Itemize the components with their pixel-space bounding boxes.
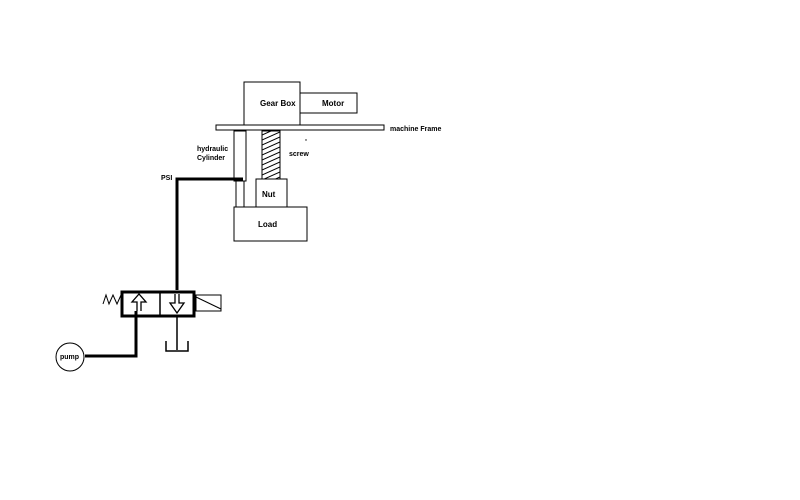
load-label: Load (258, 220, 277, 229)
pump-label: pump (60, 354, 79, 361)
directional-valve (120, 290, 196, 318)
psi-line (175, 177, 243, 290)
load (233, 206, 308, 242)
screw-label: screw (289, 151, 309, 158)
gear-box-label: Gear Box (260, 99, 296, 108)
pump (55, 342, 85, 372)
gear-box (243, 81, 301, 126)
machine-frame (215, 124, 385, 131)
dot-mark (305, 139, 307, 141)
pump-line (85, 311, 138, 358)
psi-label: PSI (161, 175, 172, 182)
hydraulic-label: hydraulic (197, 146, 228, 153)
solenoid-diagonal (195, 296, 222, 310)
arrow-down-icon (168, 294, 186, 315)
motor (299, 92, 358, 114)
motor-label: Motor (322, 99, 344, 108)
cylinder-label: Cylinder (197, 155, 225, 162)
cylinder-rod (235, 180, 245, 208)
tank-icon (165, 341, 189, 352)
arrow-up-icon (130, 293, 148, 311)
screw-threads (262, 131, 280, 179)
hydraulic-cylinder (233, 130, 247, 182)
machine-frame-label: machine Frame (390, 126, 441, 133)
nut-label: Nut (262, 190, 276, 199)
spring-icon (102, 293, 122, 306)
